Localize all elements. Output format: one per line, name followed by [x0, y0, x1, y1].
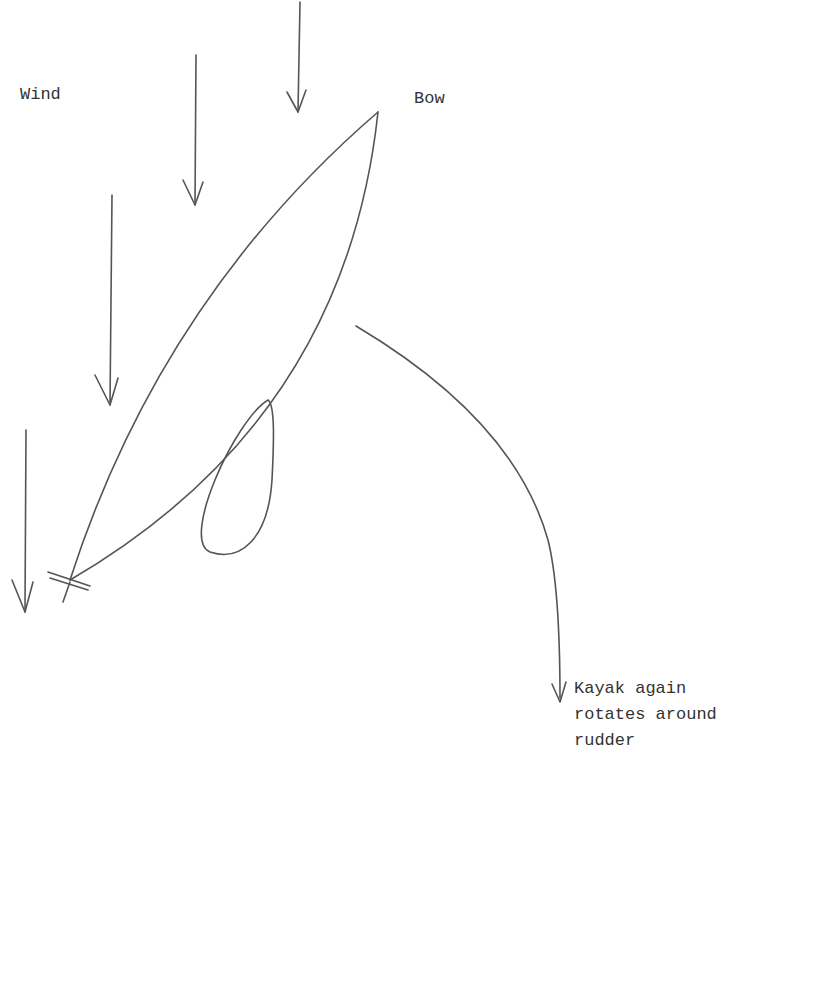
wind-arrow	[183, 55, 203, 205]
wind-arrow	[95, 195, 118, 405]
wind-arrow	[287, 2, 306, 112]
wind-label: Wind	[20, 82, 61, 108]
rudder-symbol	[48, 572, 90, 602]
wind-arrow	[12, 430, 33, 612]
note-label: Kayak again rotates around rudder	[574, 676, 739, 754]
kayak-hull	[70, 112, 378, 580]
part-label: Bow	[414, 86, 445, 112]
rotation-arrow	[356, 326, 566, 702]
kayak-cockpit	[201, 400, 273, 554]
kayak-hull	[70, 112, 378, 580]
